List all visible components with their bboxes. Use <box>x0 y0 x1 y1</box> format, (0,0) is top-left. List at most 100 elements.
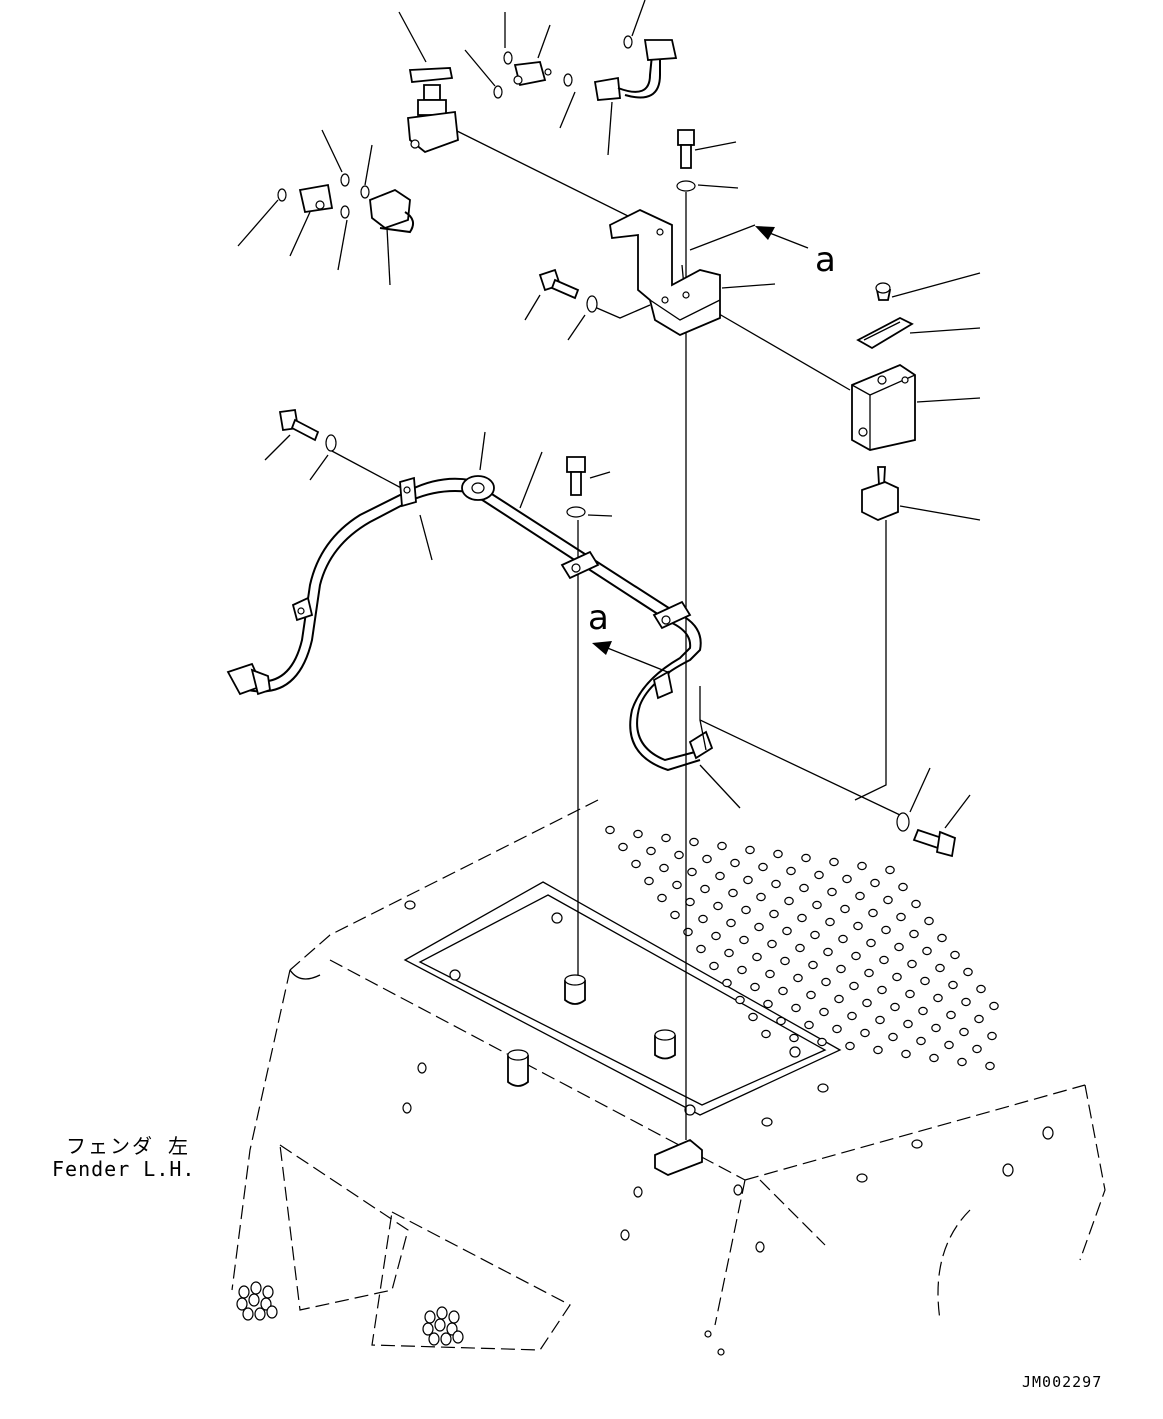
perforation-hole <box>715 871 725 881</box>
perforation-hole <box>825 917 835 927</box>
fender-outline <box>231 799 1106 1351</box>
perforation-hole <box>685 897 695 907</box>
perforation-hole <box>741 905 751 915</box>
perforation-hole <box>905 989 915 999</box>
drawing-code: JM002297 <box>1022 1373 1103 1391</box>
cluster-hole <box>262 1285 274 1299</box>
perforation-hole <box>644 876 654 886</box>
cluster-hole <box>440 1332 452 1346</box>
perforation-hole <box>748 1012 758 1022</box>
cluster-hole <box>242 1307 254 1321</box>
cluster-hole <box>266 1305 278 1319</box>
cluster-hole <box>238 1285 250 1299</box>
perforation-hole <box>659 863 669 873</box>
perforation-hole <box>875 1015 885 1025</box>
perforation-hole <box>937 933 947 943</box>
perforation-hole <box>752 952 762 962</box>
perforation-hole <box>799 883 809 893</box>
fender-hole-cluster <box>236 1281 464 1346</box>
perforation-hole <box>814 870 824 880</box>
perforation-hole <box>806 990 816 1000</box>
valve-assembly <box>277 35 678 234</box>
perforation-hole <box>750 982 760 992</box>
perforation-hole <box>883 895 893 905</box>
cluster-hole <box>250 1281 262 1295</box>
perforation-hole <box>881 925 891 935</box>
perforation-hole <box>961 997 971 1007</box>
perforation-hole <box>823 947 833 957</box>
perforation-hole <box>946 1010 956 1020</box>
perforation-hole <box>849 981 859 991</box>
view-marker-lower: a <box>588 598 609 638</box>
perforation-hole <box>784 896 794 906</box>
perforation-hole <box>758 862 768 872</box>
perforation-hole <box>885 865 895 875</box>
perforation-hole <box>661 833 671 843</box>
cluster-hole <box>248 1293 260 1307</box>
perforation-hole <box>646 846 656 856</box>
perforation-hole <box>916 1036 926 1046</box>
perforation-hole <box>765 969 775 979</box>
perforation-hole <box>735 995 745 1005</box>
perforation-hole <box>728 888 738 898</box>
perforation-hole <box>717 841 727 851</box>
perforation-hole <box>896 912 906 922</box>
perforation-hole <box>911 899 921 909</box>
perforation-hole <box>957 1057 967 1067</box>
fender-label-japanese: フェンダ 左 <box>66 1134 191 1158</box>
cluster-hole <box>436 1306 448 1320</box>
perforation-hole <box>985 1061 995 1071</box>
perforation-hole <box>894 942 904 952</box>
perforation-hole <box>866 938 876 948</box>
perforation-hole <box>618 842 628 852</box>
perforation-hole <box>754 922 764 932</box>
cluster-hole <box>434 1318 446 1332</box>
cluster-hole <box>448 1310 460 1324</box>
perforation-hole <box>709 961 719 971</box>
perforation-hole <box>976 984 986 994</box>
perforation-hole <box>672 880 682 890</box>
perforation-hole <box>838 934 848 944</box>
perforation-hole <box>974 1014 984 1024</box>
perforation-hole <box>959 1027 969 1037</box>
fender-label-english: Fender L.H. <box>52 1157 196 1181</box>
perforation-hole <box>855 891 865 901</box>
perforation-hole <box>756 892 766 902</box>
cluster-hole <box>424 1310 436 1324</box>
perforation-hole <box>890 1002 900 1012</box>
perforation-hole <box>791 1003 801 1013</box>
perforation-hole <box>857 861 867 871</box>
assembly-lines <box>329 129 901 1140</box>
perforation-hole <box>918 1006 928 1016</box>
perforation-hole <box>724 948 734 958</box>
perforation-hole <box>845 1041 855 1051</box>
perforation-hole <box>924 916 934 926</box>
perforation-hole <box>963 967 973 977</box>
perforation-hole <box>860 1028 870 1038</box>
perforation-hole <box>793 973 803 983</box>
perforation-hole <box>827 887 837 897</box>
perforation-hole <box>922 946 932 956</box>
perforation-hole <box>929 1053 939 1063</box>
perforation-hole <box>944 1040 954 1050</box>
perforation-hole <box>950 950 960 960</box>
perforation-hole <box>989 1001 999 1011</box>
perforation-hole <box>711 931 721 941</box>
cluster-hole <box>428 1332 440 1346</box>
perforation-hole <box>631 859 641 869</box>
perforation-hole <box>972 1044 982 1054</box>
perforation-hole <box>832 1024 842 1034</box>
perforation-hole <box>778 986 788 996</box>
perforation-hole <box>739 935 749 945</box>
fender-perforation-pattern <box>605 825 999 1071</box>
perforation-hole <box>804 1020 814 1030</box>
perforation-hole <box>920 976 930 986</box>
wiring-harness <box>226 475 714 772</box>
perforation-hole <box>726 918 736 928</box>
perforation-hole <box>810 930 820 940</box>
perforation-hole <box>767 939 777 949</box>
perforation-hole <box>670 910 680 920</box>
mounting-bracket <box>609 209 721 337</box>
cluster-hole <box>452 1330 464 1344</box>
